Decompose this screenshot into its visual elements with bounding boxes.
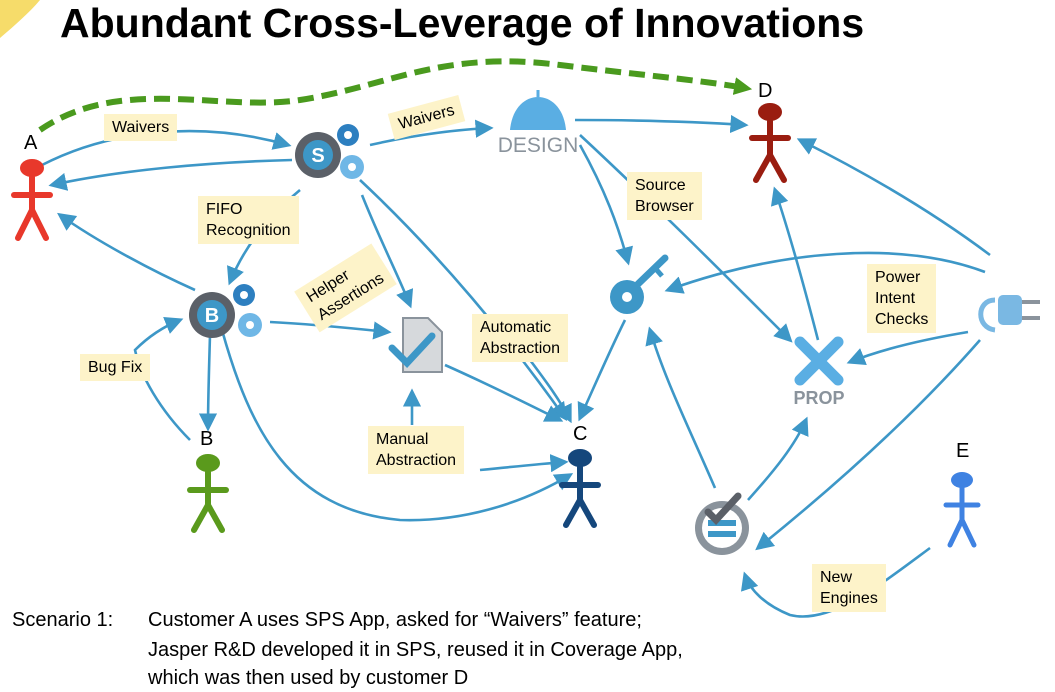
arrow-automatic-to-c xyxy=(528,359,572,424)
arrow-sps-to-c xyxy=(359,179,568,421)
arrow-design-to-prop xyxy=(579,134,793,343)
document-check-icon xyxy=(388,317,443,373)
scenario-prefix: Scenario 1: xyxy=(12,609,114,631)
arrow-plug-to-d xyxy=(796,138,991,257)
arrow-prop-to-d xyxy=(770,186,820,341)
label-new-engines: New Engines xyxy=(812,564,886,612)
arrow-bug-to-a xyxy=(57,212,196,292)
arrow-sps-to-helper xyxy=(360,194,414,309)
arrow-plug-to-key xyxy=(664,251,986,294)
prop-icon: PROP xyxy=(793,336,845,408)
label-manual-abstraction: Manual Abstraction xyxy=(368,426,465,474)
actor-c-label: C xyxy=(573,423,588,445)
arrow-sps-to-design xyxy=(369,119,494,147)
key-icon xyxy=(610,254,669,314)
arrow-coverage-to-prop xyxy=(747,416,809,501)
arrow-manual-to-c xyxy=(479,454,569,473)
slide-title: Abundant Cross-Leverage of Innovations xyxy=(60,0,865,46)
decorative-blob xyxy=(0,0,40,38)
arrow-bugtool-to-b xyxy=(198,334,218,432)
arrow-b-to-bugtool xyxy=(133,316,191,441)
arrow-design-to-key xyxy=(578,144,633,266)
actor-a-label: A xyxy=(24,132,38,154)
actor-c-figure xyxy=(559,449,601,528)
scenario-line-3: which was then used by customer D xyxy=(148,667,469,689)
svg-text:S: S xyxy=(311,145,324,167)
label-bug-fix: Bug Fix xyxy=(80,354,151,381)
scenario-line-1: Customer A uses SPS App, asked for “Waiv… xyxy=(148,609,642,631)
actor-b-figure xyxy=(187,454,229,533)
svg-text:B: B xyxy=(205,305,219,327)
label-source-browser: Source Browser xyxy=(627,172,702,220)
bug-gears-icon: B xyxy=(189,284,262,338)
dashed-arrow-a-to-d xyxy=(38,58,753,133)
coverage-badge-icon xyxy=(695,492,749,555)
actor-b-label: B xyxy=(200,428,214,450)
arrow-sps-to-a xyxy=(48,158,293,191)
arrow-plug-to-coverage xyxy=(755,339,981,551)
actor-e-figure xyxy=(943,472,981,548)
arrow-e-to-coverage xyxy=(740,546,931,618)
svg-text:DESIGN: DESIGN xyxy=(498,134,579,157)
actor-d-label: D xyxy=(758,80,773,102)
actor-d-figure xyxy=(749,103,791,183)
arrow-bugtool-to-c xyxy=(220,329,574,522)
arrow-plug-to-prop xyxy=(846,330,969,366)
label-fifo-recognition: FIFO Recognition xyxy=(198,196,299,244)
scenario-line-2: Jasper R&D developed it in SPS, reused i… xyxy=(148,639,683,661)
label-automatic-abstraction: Automatic Abstraction xyxy=(472,314,569,362)
actor-e-label: E xyxy=(956,440,970,462)
arrow-key-to-c xyxy=(577,319,627,422)
svg-text:PROP: PROP xyxy=(793,388,844,408)
arrow-design-to-d xyxy=(574,114,749,134)
arrow-bugtool-to-check xyxy=(269,320,392,340)
label-power-intent-checks: Power Intent Checks xyxy=(867,264,937,333)
label-waivers-left: Waivers xyxy=(104,114,178,141)
design-umbrella-icon: DESIGN xyxy=(498,90,579,157)
actor-a-figure xyxy=(11,159,53,241)
sps-gears-icon: S xyxy=(295,124,364,179)
arrow-check-to-c xyxy=(444,363,564,422)
arrow-coverage-to-key xyxy=(645,326,717,489)
power-plug-icon xyxy=(978,295,1040,333)
